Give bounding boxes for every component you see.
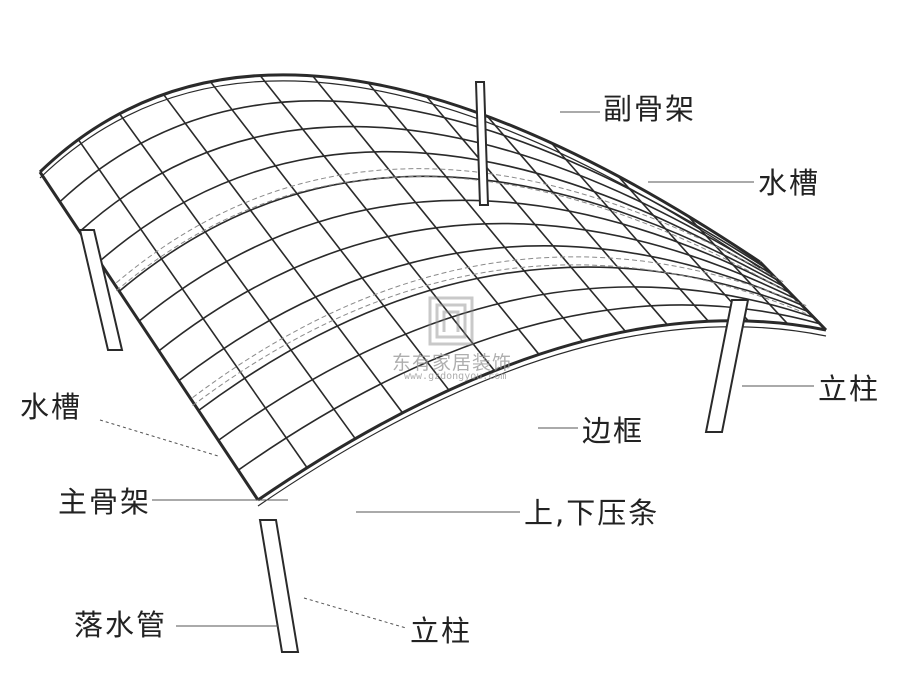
- edge-frame-inner-line: [257, 326, 827, 507]
- watermark-url: www.gzdongyou.com: [404, 371, 507, 382]
- structure-members: [78, 81, 750, 653]
- roof-arc-line: [38, 73, 761, 264]
- label-pressure-strip: 上,下压条: [524, 496, 660, 530]
- roof-cross-line: [425, 95, 627, 332]
- roof-arc-line: [118, 175, 785, 292]
- roof-cross-line: [550, 142, 710, 322]
- roof-arc-line: [138, 199, 791, 322]
- gutter-line: [115, 176, 784, 292]
- leader-line: [99, 419, 219, 457]
- roof-arc-line: [198, 266, 809, 412]
- roof-arc-line: [98, 150, 779, 282]
- post: [704, 299, 750, 433]
- leader-line: [303, 597, 407, 629]
- roof-arc-line: [59, 100, 767, 269]
- roof-cross-line: [617, 175, 750, 322]
- label-leaders: [99, 111, 814, 629]
- post: [78, 229, 124, 351]
- gutter-line: [115, 168, 784, 284]
- roof-arc-line: [257, 319, 827, 502]
- post: [258, 519, 300, 653]
- watermark-name: 东有家居装饰: [392, 352, 513, 374]
- label-secondary-frame: 副骨架: [603, 92, 697, 126]
- roof-cross-line: [259, 74, 496, 372]
- post: [474, 81, 490, 206]
- label-gutter-right: 水槽: [758, 166, 821, 200]
- roof-arc-line: [79, 125, 773, 276]
- roof-cross-line: [162, 93, 404, 414]
- label-gutter-left: 水槽: [20, 390, 83, 424]
- label-downpipe: 落水管: [74, 608, 168, 642]
- label-main-frame: 主骨架: [58, 485, 152, 519]
- label-edge-frame: 边框: [582, 414, 645, 448]
- roof-arc-line: [217, 286, 815, 442]
- watermark-logo-icon: [428, 296, 474, 346]
- roof-cross-line: [312, 75, 540, 355]
- roof-cross-line: [38, 171, 260, 501]
- roof-arc-line: [178, 245, 803, 382]
- label-post-bottom: 立柱: [410, 614, 473, 648]
- roof-cross-line: [77, 139, 308, 469]
- roof-cross-line: [209, 81, 450, 391]
- roof-cross-line: [686, 215, 789, 325]
- roof-grid: [38, 73, 828, 507]
- label-post-right: 立柱: [818, 372, 881, 406]
- roof-cross-line: [486, 115, 669, 326]
- roof-arc-line: [158, 222, 797, 352]
- roof-cross-line: [758, 260, 828, 332]
- roof-cross-line: [367, 82, 584, 342]
- roof-cross-line: [118, 113, 356, 440]
